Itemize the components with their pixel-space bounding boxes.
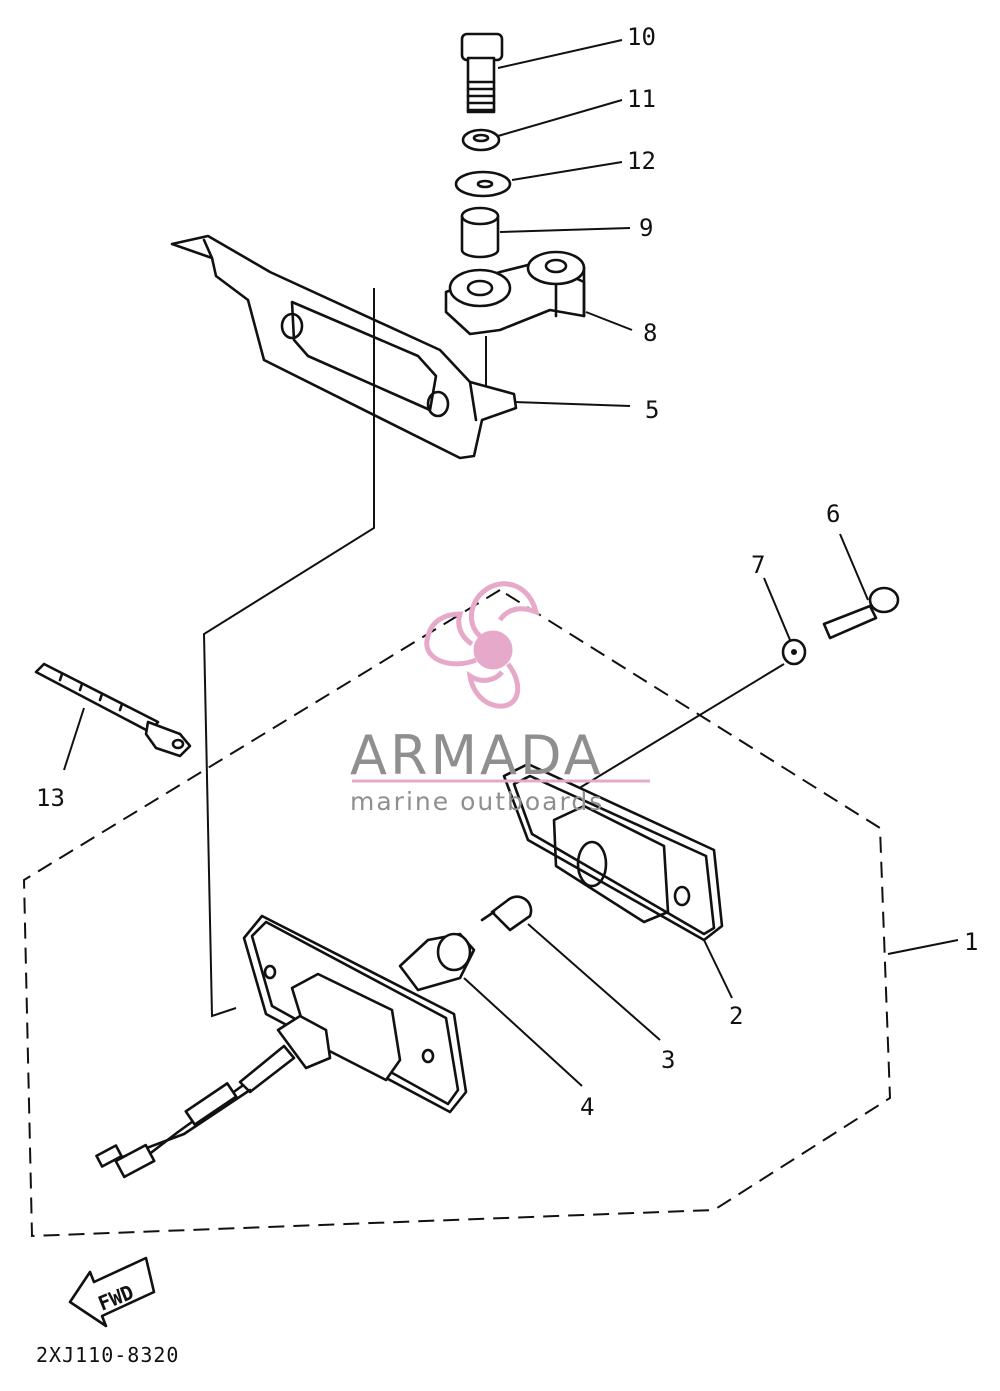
part-3-bulb: [480, 895, 533, 932]
callout-13: 13: [36, 784, 65, 812]
callout-1: 1: [964, 928, 978, 956]
assembly-guide-line: [202, 288, 375, 1018]
part-10-bolt: [460, 32, 504, 114]
callout-8: 8: [643, 319, 657, 347]
callout-2: 2: [729, 1002, 743, 1030]
watermark-brand: ARMADA: [350, 724, 604, 787]
part-4-socket: [398, 932, 476, 992]
propeller-logo-icon: [424, 581, 540, 709]
watermark-tagline: marine outboards: [350, 787, 604, 816]
callout-6: 6: [826, 500, 840, 528]
part-13-cable-tie: [34, 662, 192, 758]
armada-watermark: ARMADA marine outboards: [350, 581, 650, 816]
part-11-spring-washer: [461, 128, 501, 152]
part-1-lamp-base: [95, 914, 468, 1179]
part-7-washer: [781, 638, 807, 666]
part-5-mounting-plate: [170, 234, 518, 460]
callout-10: 10: [627, 23, 656, 51]
part-12-plain-washer: [454, 170, 512, 198]
callout-11: 11: [627, 85, 656, 113]
callout-3: 3: [661, 1046, 675, 1074]
assembly-outline: [22, 589, 892, 1238]
part-9-collar: [460, 206, 500, 259]
callout-9: 9: [639, 214, 653, 242]
fwd-arrow-icon: FWD: [68, 1256, 156, 1328]
part-6-screw: [822, 586, 900, 640]
callout-4: 4: [580, 1093, 594, 1121]
callout-5: 5: [645, 396, 659, 424]
part-8-bracket: [444, 250, 586, 336]
diagram-code: 2XJ110-8320: [36, 1343, 179, 1367]
callout-12: 12: [627, 147, 656, 175]
part-2-lens: [502, 762, 724, 942]
callout-7: 7: [751, 551, 765, 579]
